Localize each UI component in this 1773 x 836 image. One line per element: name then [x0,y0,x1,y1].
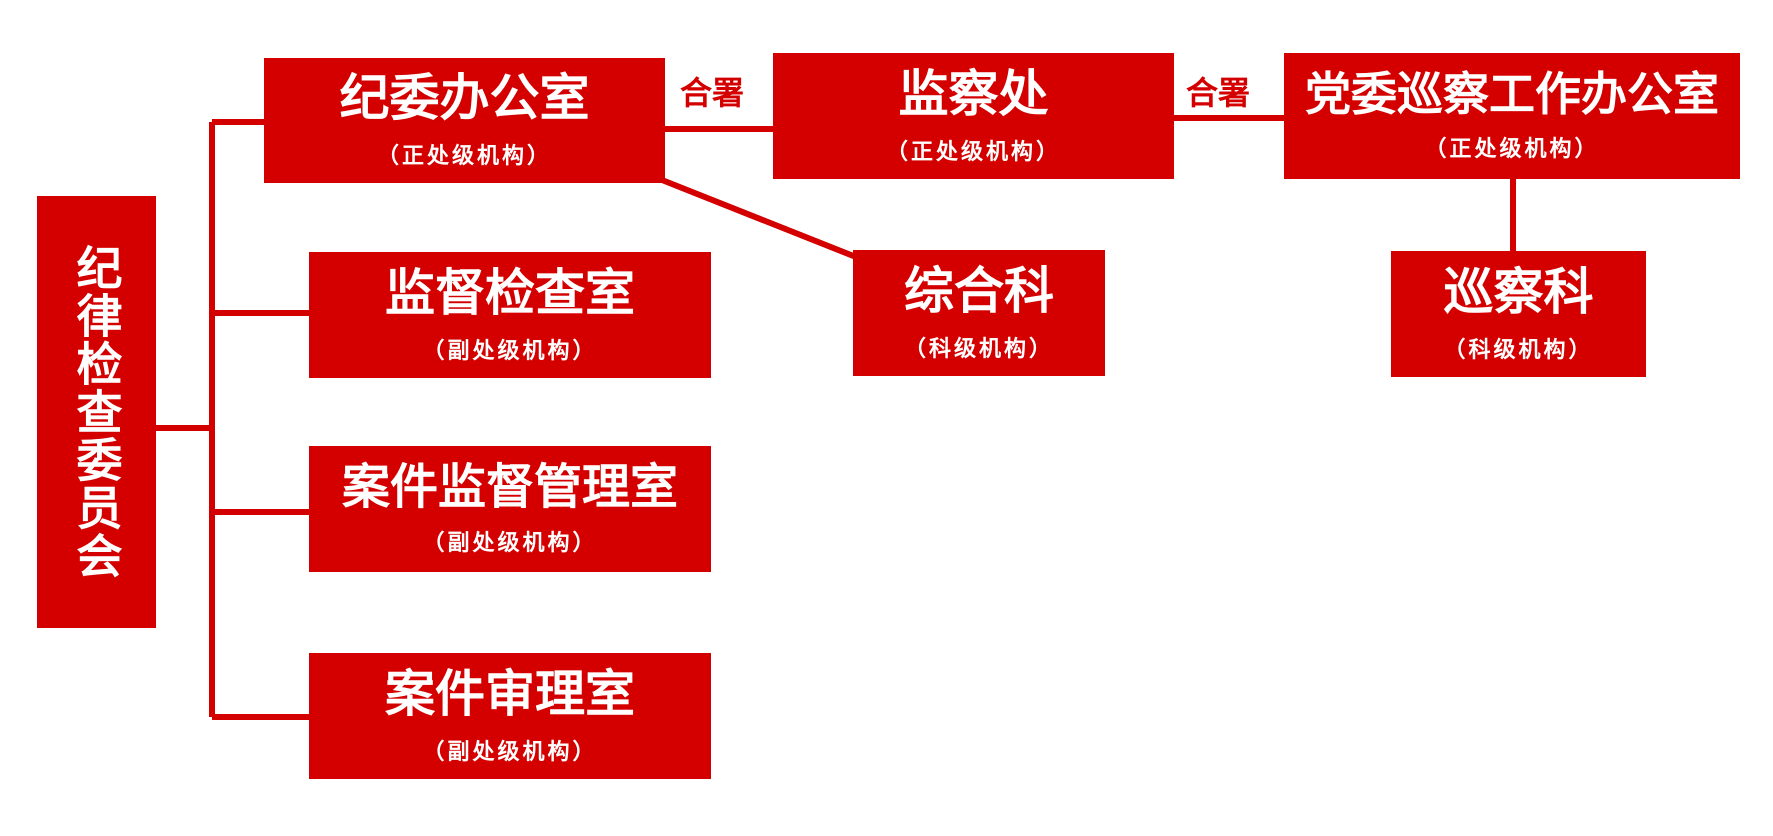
node-jiwei-office: 纪委办公室 （正处级机构） [264,58,665,183]
node-level: （科级机构） [1443,337,1594,363]
root-title: 纪律检查委员会 [69,244,124,580]
node-title: 党委巡察工作办公室 [1305,66,1719,121]
node-level: （正处级机构） [885,139,1061,165]
node-title: 案件监督管理室 [341,458,678,515]
node-xuncha-office: 党委巡察工作办公室 （正处级机构） [1284,53,1740,179]
node-title: 纪委办公室 [339,69,590,127]
node-level: （副处级机构） [422,739,598,765]
node-case-review: 案件审理室 （副处级机构） [309,653,711,779]
merged-label-1: 合署 [680,74,745,112]
node-jiancha: 监察处 （正处级机构） [773,53,1174,179]
merged-label-2: 合署 [1186,74,1251,112]
node-level: （科级机构） [903,336,1054,362]
node-supervision-inspection: 监督检查室 （副处级机构） [309,252,711,378]
node-general-section: 综合科 （科级机构） [853,250,1105,376]
node-level: （副处级机构） [422,338,598,364]
node-level: （正处级机构） [376,144,552,169]
node-title: 案件审理室 [385,664,635,723]
node-level: （正处级机构） [1424,137,1600,163]
connector-general-section [660,177,858,260]
node-xuncha-section: 巡察科 （科级机构） [1391,251,1646,377]
node-level: （副处级机构） [422,531,598,557]
node-title: 巡察科 [1443,262,1594,321]
node-title: 监督检查室 [385,263,635,322]
node-title: 监察处 [898,64,1049,123]
root-node: 纪律检查委员会 [37,196,156,628]
node-title: 综合科 [904,261,1054,320]
node-case-supervision: 案件监督管理室 （副处级机构） [309,446,711,572]
